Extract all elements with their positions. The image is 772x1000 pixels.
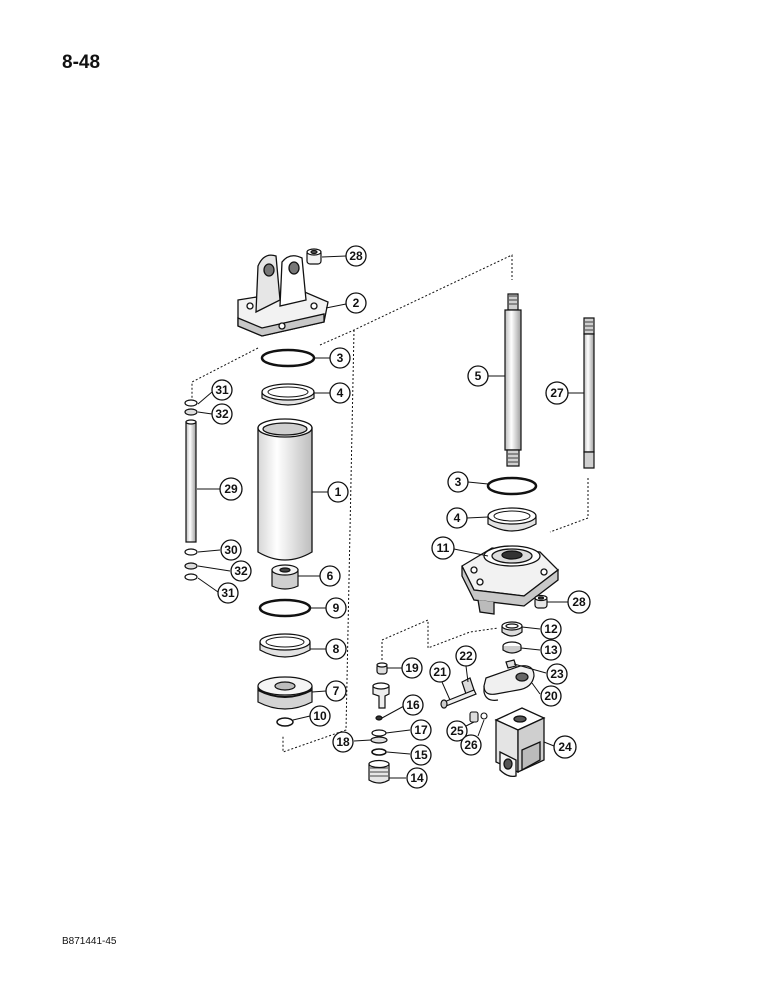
- svg-text:12: 12: [544, 622, 558, 636]
- svg-text:9: 9: [333, 601, 340, 615]
- nut-part-right: [534, 594, 548, 609]
- callout-23: 23: [546, 663, 568, 685]
- callout-20: 20: [540, 685, 562, 707]
- yoke-part: [494, 707, 546, 778]
- callout-15: 15: [410, 744, 432, 766]
- o-ring-part: [276, 717, 294, 727]
- svg-text:18: 18: [336, 735, 350, 749]
- callout-29: 29: [219, 477, 243, 501]
- callout-4-left: 4: [329, 382, 351, 404]
- callout-8: 8: [325, 638, 347, 660]
- callout-21: 21: [429, 661, 451, 683]
- cylinder-barrel-part: [257, 418, 313, 561]
- svg-text:28: 28: [572, 595, 586, 609]
- svg-text:24: 24: [558, 740, 572, 754]
- callout-13: 13: [540, 639, 562, 661]
- callout-6: 6: [319, 565, 341, 587]
- callout-3-right: 3: [447, 471, 469, 493]
- callout-31-bottom: 31: [217, 582, 239, 604]
- svg-text:19: 19: [405, 661, 419, 675]
- svg-text:4: 4: [337, 386, 344, 400]
- svg-text:25: 25: [450, 724, 464, 738]
- callout-11: 11: [431, 536, 455, 560]
- svg-text:8: 8: [333, 642, 340, 656]
- tie-rod-part: [184, 399, 198, 581]
- callout-27: 27: [545, 381, 569, 405]
- svg-text:20: 20: [544, 689, 558, 703]
- callout-28-top: 28: [345, 245, 367, 267]
- clevis-mount-part: [237, 254, 329, 337]
- svg-text:30: 30: [224, 543, 238, 557]
- svg-text:31: 31: [215, 383, 229, 397]
- callout-9: 9: [325, 597, 347, 619]
- callout-10: 10: [309, 705, 331, 727]
- svg-text:1: 1: [335, 485, 342, 499]
- callout-2: 2: [345, 292, 367, 314]
- tie-rod-long-part: [583, 317, 595, 469]
- callout-19: 19: [401, 657, 423, 679]
- callout-31-top: 31: [211, 379, 233, 401]
- svg-text:29: 29: [224, 482, 238, 496]
- svg-text:14: 14: [410, 771, 424, 785]
- svg-text:28: 28: [349, 249, 363, 263]
- callout-5: 5: [467, 365, 489, 387]
- svg-text:5: 5: [475, 369, 482, 383]
- callout-14: 14: [406, 767, 428, 789]
- svg-text:15: 15: [414, 748, 428, 762]
- svg-text:32: 32: [215, 407, 229, 421]
- callout-30: 30: [220, 539, 242, 561]
- nut-part: [306, 248, 322, 265]
- svg-text:10: 10: [313, 709, 327, 723]
- svg-text:11: 11: [437, 541, 450, 555]
- assembly-guide-lines: [191, 254, 589, 753]
- svg-text:16: 16: [406, 698, 420, 712]
- svg-text:3: 3: [337, 351, 344, 365]
- cylinder-head-part: [461, 545, 559, 615]
- piston-rod-part: [504, 293, 522, 467]
- callout-3-left: 3: [329, 347, 351, 369]
- svg-text:26: 26: [464, 738, 478, 752]
- callout-16: 16: [402, 694, 424, 716]
- callout-32-top: 32: [211, 403, 233, 425]
- page-number: 8-48: [62, 52, 101, 73]
- svg-text:3: 3: [455, 475, 462, 489]
- small-fasteners: [469, 711, 488, 723]
- svg-text:7: 7: [333, 684, 340, 698]
- lock-nut-part: [271, 564, 299, 590]
- svg-text:22: 22: [459, 649, 473, 663]
- svg-text:2: 2: [353, 296, 360, 310]
- svg-text:27: 27: [550, 386, 564, 400]
- bushing-parts: [501, 621, 523, 654]
- svg-text:31: 31: [221, 586, 235, 600]
- document-code: B871441-45: [62, 936, 117, 947]
- callout-12: 12: [540, 618, 562, 640]
- callout-24: 24: [553, 735, 577, 759]
- callout-22: 22: [455, 645, 477, 667]
- svg-text:4: 4: [454, 511, 461, 525]
- svg-text:23: 23: [550, 667, 564, 681]
- callout-7: 7: [325, 680, 347, 702]
- callout-32-bottom: 32: [230, 560, 252, 582]
- callout-17: 17: [410, 719, 432, 741]
- rod-seals: [486, 476, 538, 532]
- callout-1: 1: [327, 481, 349, 503]
- callout-18: 18: [332, 731, 354, 753]
- callout-4-right: 4: [446, 507, 468, 529]
- leader-lines: [197, 255, 584, 779]
- svg-text:32: 32: [234, 564, 248, 578]
- svg-text:6: 6: [327, 569, 334, 583]
- svg-text:21: 21: [433, 665, 447, 679]
- relief-valve-parts: [368, 662, 390, 784]
- seal-rings: [260, 348, 316, 406]
- callout-28-right: 28: [567, 590, 591, 614]
- link-arm-part: [483, 659, 535, 701]
- svg-text:17: 17: [414, 723, 428, 737]
- svg-text:13: 13: [544, 643, 558, 657]
- callout-26: 26: [460, 734, 482, 756]
- pin-and-bolt-parts: [440, 677, 477, 709]
- callout-25: 25: [446, 720, 468, 742]
- piston-seals: [258, 598, 312, 658]
- piston-part: [257, 676, 313, 710]
